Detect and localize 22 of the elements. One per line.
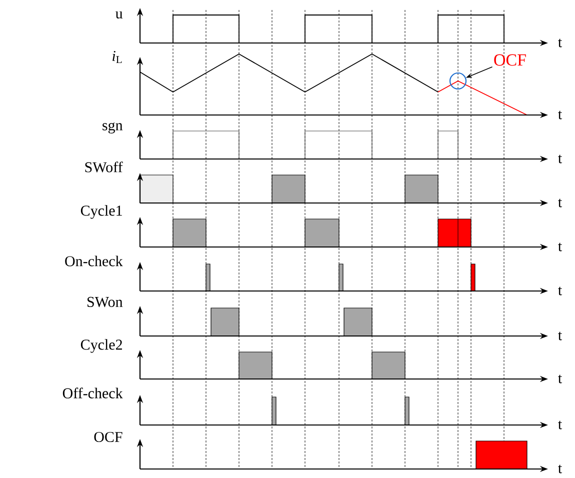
axis-label: t — [558, 154, 562, 164]
signal-name: SWoff — [85, 162, 123, 172]
signal-name: Off-check — [62, 388, 123, 398]
signal-name: u — [116, 11, 123, 18]
axis-label: t — [558, 198, 562, 208]
axis-label: t — [558, 464, 562, 474]
fault-circle — [449, 72, 467, 90]
axis-label: t — [558, 374, 562, 384]
signal-name: i$_{L}$ — [112, 50, 122, 64]
signal-name: Cycle2 — [80, 339, 122, 353]
signal-name: SWon — [88, 296, 123, 308]
signal-name: sgn — [102, 122, 123, 134]
axis-label: t — [558, 286, 562, 296]
axis-label: t — [558, 332, 562, 340]
signal-name: OCF — [94, 432, 122, 442]
signal-name: On-check — [65, 256, 123, 266]
axis-label: t — [558, 110, 562, 120]
axis-label: t — [558, 38, 562, 48]
fault-label: OCF — [494, 54, 526, 66]
axis-label: t — [558, 242, 562, 252]
axis-label: t — [558, 420, 562, 430]
signal-name: Cycle1 — [80, 205, 122, 219]
